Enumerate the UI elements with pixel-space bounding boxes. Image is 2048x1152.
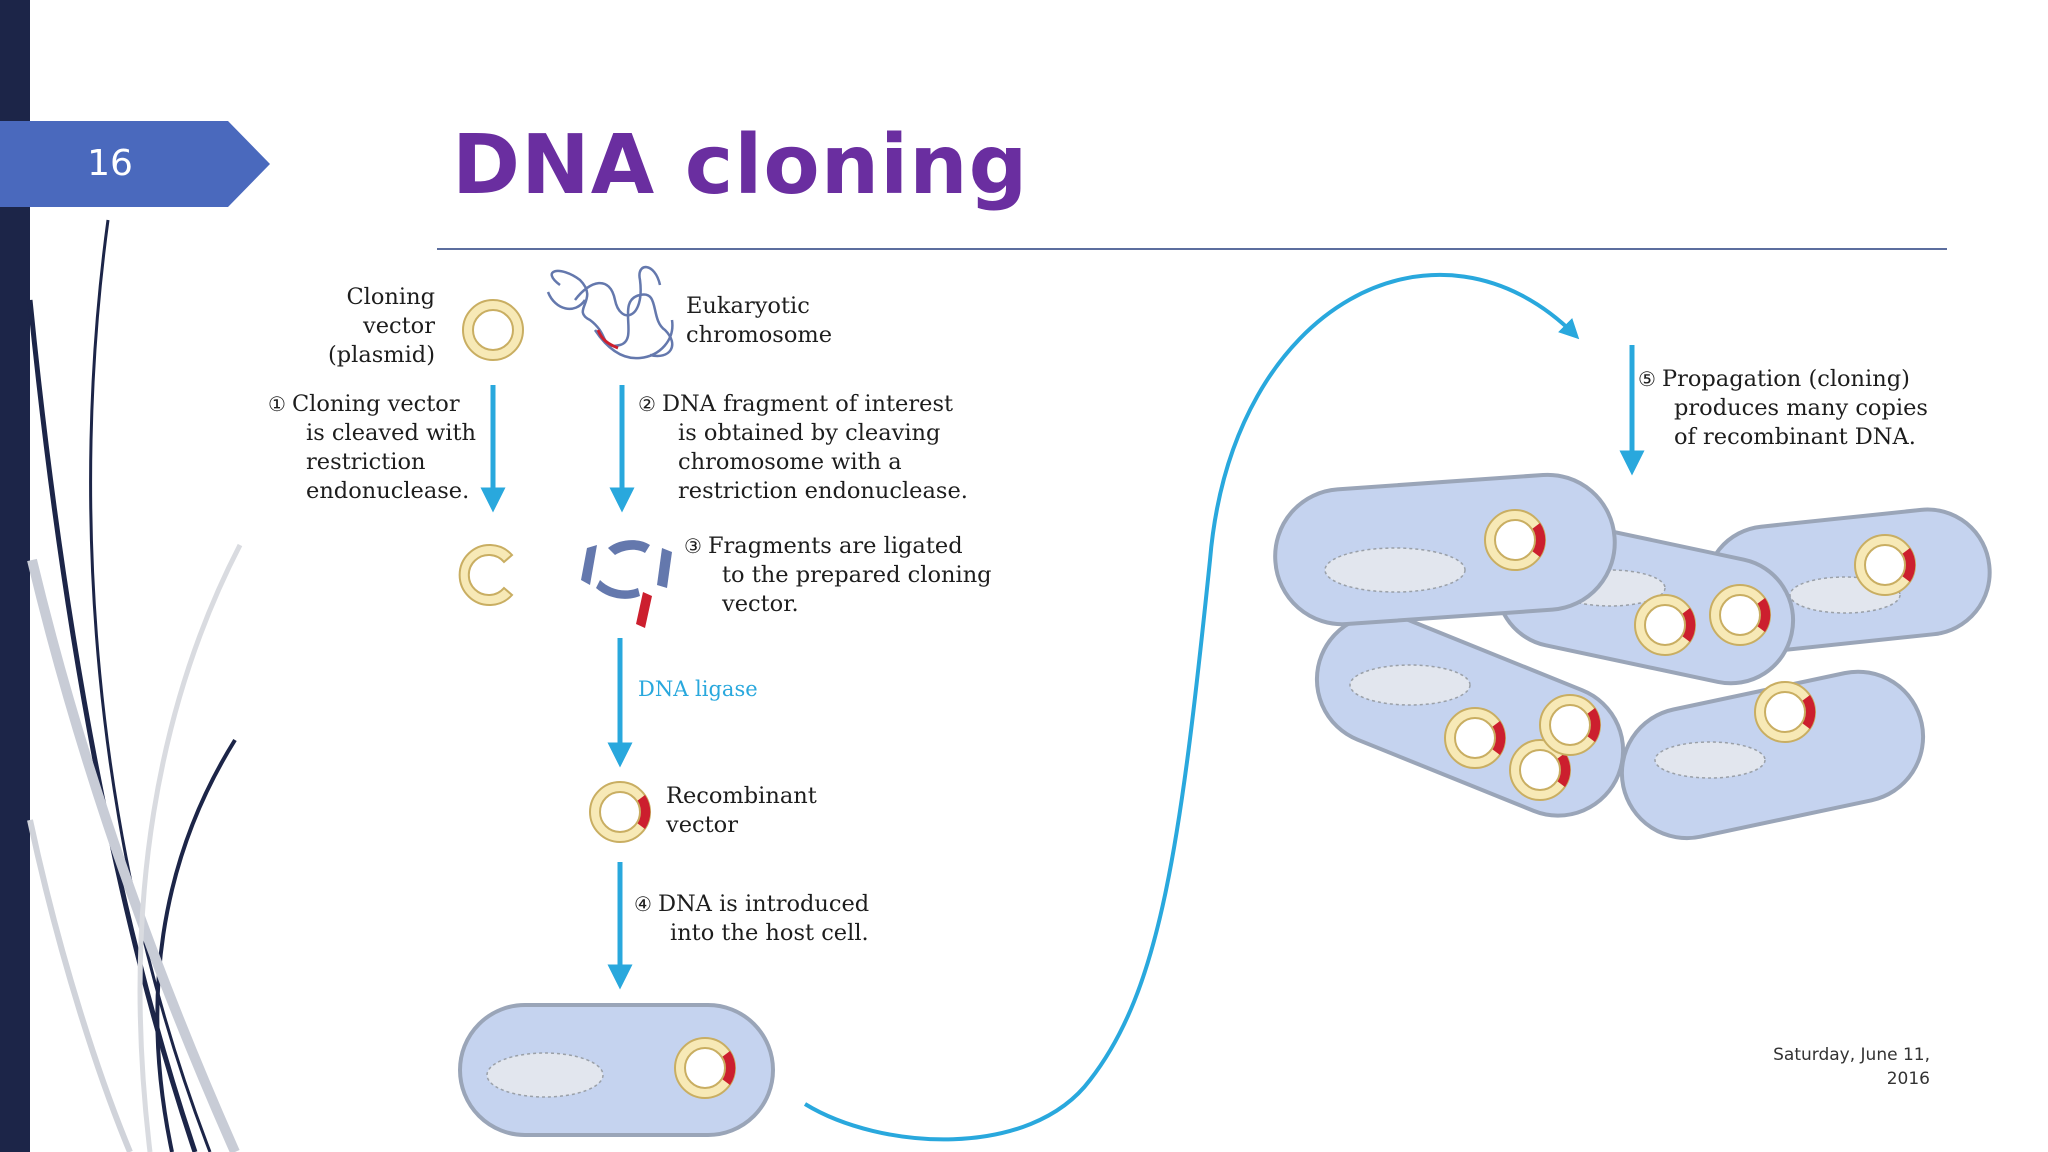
- recombinant-vector-label: Recombinant vector: [666, 783, 817, 838]
- plasmid-icon: [462, 299, 524, 361]
- slide-number: 16: [87, 143, 133, 184]
- recombinant-vector-icon: [589, 781, 652, 843]
- slide-number-tab: [0, 121, 270, 207]
- title-underline: [437, 248, 1947, 250]
- host-cell-icon: [458, 1003, 775, 1137]
- dna-ligase-label: DNA ligase: [638, 677, 758, 701]
- bacteria-cells-cluster: [1273, 472, 1992, 841]
- decorative-swoosh-lines: [27, 219, 243, 1152]
- slide-date: Saturday, June 11, 2016: [1773, 1045, 1930, 1089]
- chromosome-label: Eukaryotic chromosome: [686, 293, 833, 348]
- slide-title: DNA cloning: [452, 118, 1029, 213]
- cloning-vector-label: Cloning vector (plasmid): [327, 284, 435, 368]
- propagation-curved-arrow: [803, 272, 1580, 1142]
- cleaved-plasmid-icon: [458, 544, 514, 606]
- chromosome-icon: [546, 265, 674, 360]
- dna-fragments-icon: [581, 540, 672, 599]
